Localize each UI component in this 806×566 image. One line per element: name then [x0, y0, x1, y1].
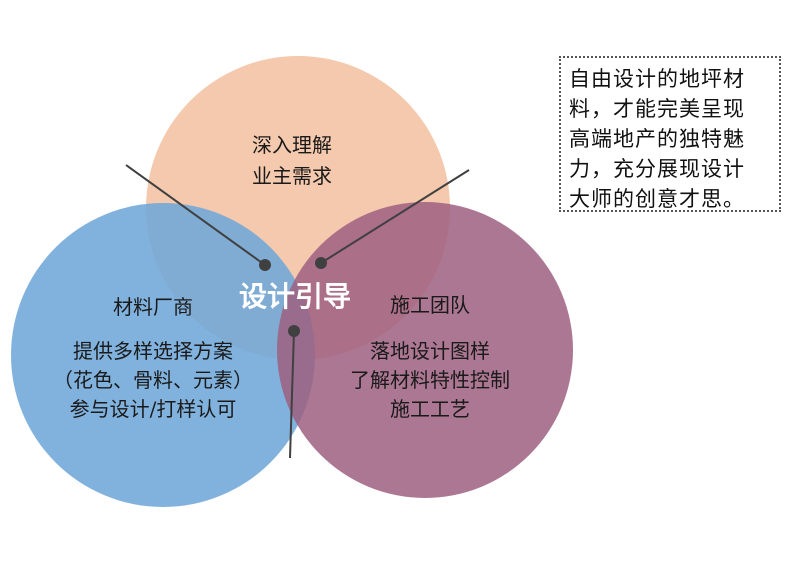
left-line-2: （花色、骨料、元素）: [53, 368, 253, 392]
note-box: 自由设计的地坪材 料，才能完美呈现 高端地产的独特魅 力，充分展现设计 大师的创…: [559, 56, 781, 212]
right-line-1: 落地设计图样: [370, 339, 490, 363]
connector-dot-bottom: [288, 325, 300, 337]
connector-line-bottom: [289, 330, 295, 459]
circle-left: [11, 203, 315, 507]
left-line-1: 提供多样选择方案: [73, 339, 233, 363]
note-line-1: 自由设计的地坪材: [569, 67, 745, 91]
connector-line-right: [320, 169, 470, 264]
note-line-5: 大师的创意才思。: [569, 187, 745, 211]
connector-dot-left: [259, 259, 271, 271]
left-title: 材料厂商: [113, 295, 193, 319]
top-line-2: 业主需求: [252, 164, 332, 188]
note-line-2: 料，才能完美呈现: [569, 97, 745, 121]
right-line-2: 了解材料特性控制: [350, 368, 510, 392]
circle-right: [277, 202, 573, 498]
left-line-3: 参与设计/打样认可: [70, 397, 237, 421]
right-line-3: 施工工艺: [390, 397, 470, 421]
center-label: 设计引导: [239, 280, 351, 313]
right-title: 施工团队: [390, 293, 470, 317]
note-line-4: 力，充分展现设计: [569, 157, 745, 181]
top-line-1: 深入理解: [252, 133, 332, 157]
connector-line-left: [125, 164, 266, 266]
connector-dot-right: [315, 257, 327, 269]
note-line-3: 高端地产的独特魅: [569, 127, 745, 151]
